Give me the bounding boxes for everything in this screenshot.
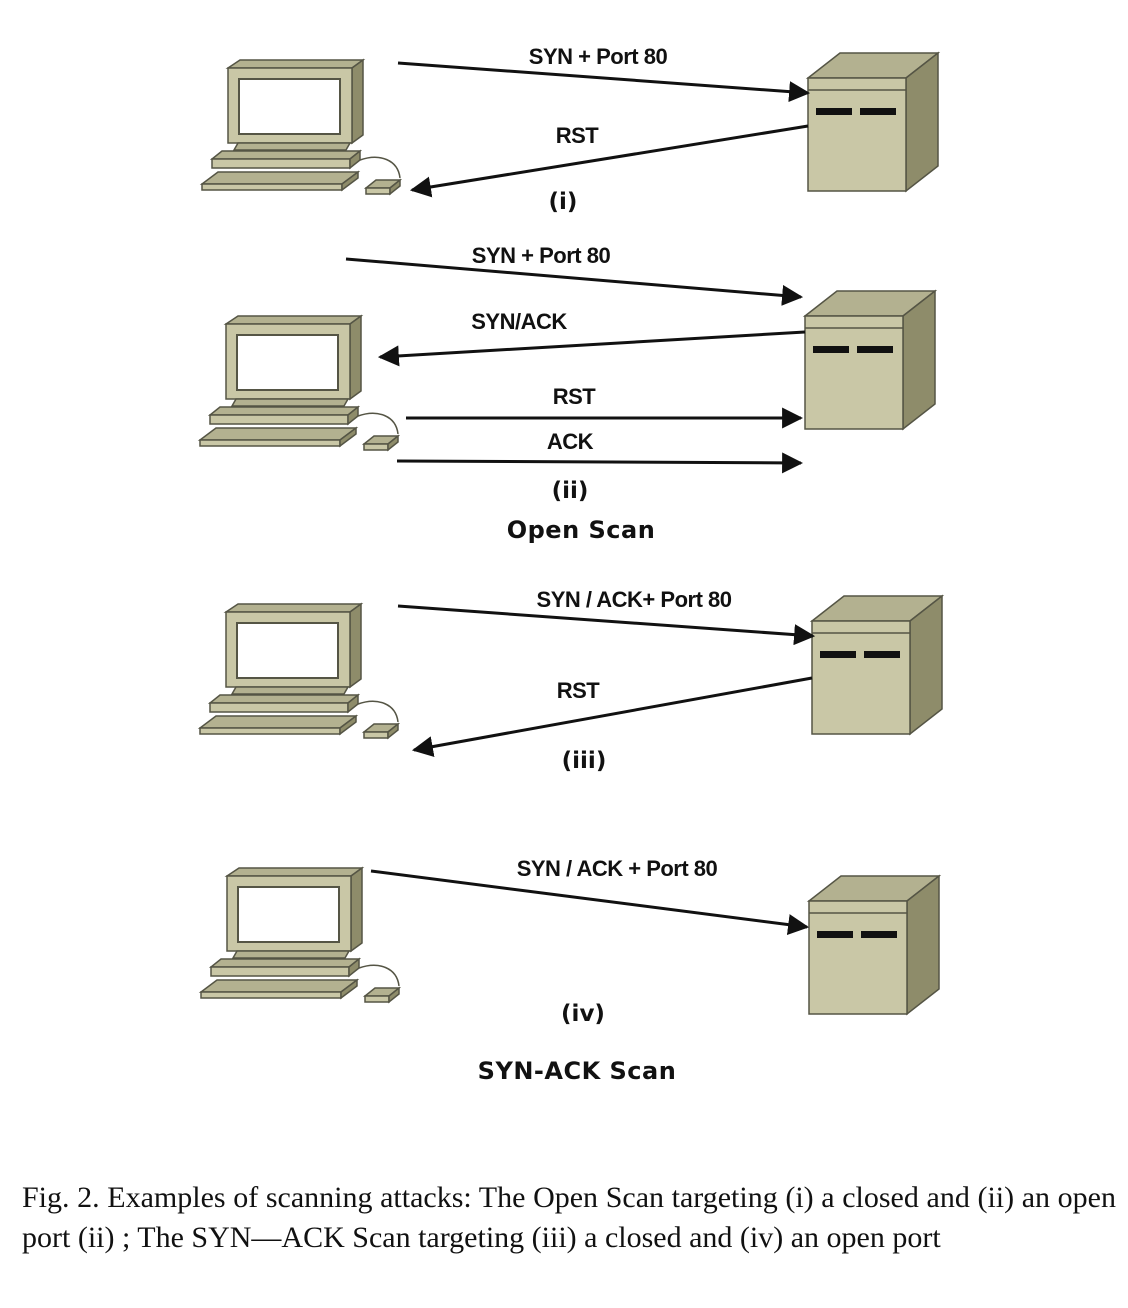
server-tower-icon [808, 875, 940, 1015]
message-arrow [377, 330, 806, 367]
client-computer-icon [201, 59, 401, 195]
panel-iii: SYN / ACK+ Port 80 RST (iii) [199, 587, 943, 774]
message-arrow [409, 124, 809, 198]
message-arrow [396, 452, 804, 474]
panel-ii: SYN + Port 80 SYN/ACK RST ACK (ii) Open … [199, 243, 936, 544]
open-scan-title: Open Scan [507, 516, 656, 544]
panel-i: SYN + Port 80 RST (i) [201, 44, 939, 215]
client-computer-icon [199, 315, 399, 451]
message-arrow [411, 676, 813, 757]
message-arrow [345, 257, 804, 306]
panel-tag: (iv) [561, 1001, 605, 1027]
panel-tag: (iii) [562, 748, 607, 774]
client-computer-icon [199, 603, 399, 739]
message-label: RST [557, 678, 601, 703]
server-tower-icon [807, 52, 939, 192]
message-label: SYN + Port 80 [472, 243, 611, 268]
panel-tag: (i) [549, 189, 578, 215]
server-tower-icon [811, 595, 943, 735]
message-arrow [397, 61, 811, 103]
message-label: ACK [547, 429, 594, 454]
message-label: SYN / ACK+ Port 80 [537, 587, 732, 612]
scan-diagram: SYN + Port 80 RST (i) SYN + Port 80 SYN/… [199, 44, 943, 1085]
message-label: RST [553, 384, 597, 409]
panel-tag: (ii) [552, 478, 589, 504]
server-tower-icon [804, 290, 936, 430]
message-arrow [397, 604, 816, 646]
client-computer-icon [200, 867, 400, 1003]
synack-scan-title: SYN-ACK Scan [478, 1057, 677, 1085]
message-label: RST [556, 123, 600, 148]
message-label: SYN / ACK + Port 80 [517, 856, 718, 881]
panel-iv: SYN / ACK + Port 80 (iv) SYN-ACK Scan [200, 856, 940, 1085]
message-label: SYN/ACK [471, 309, 567, 334]
figure-caption: Fig. 2. Examples of scanning attacks: Th… [22, 1181, 1116, 1254]
message-arrow [370, 869, 810, 936]
message-label: SYN + Port 80 [529, 44, 668, 69]
